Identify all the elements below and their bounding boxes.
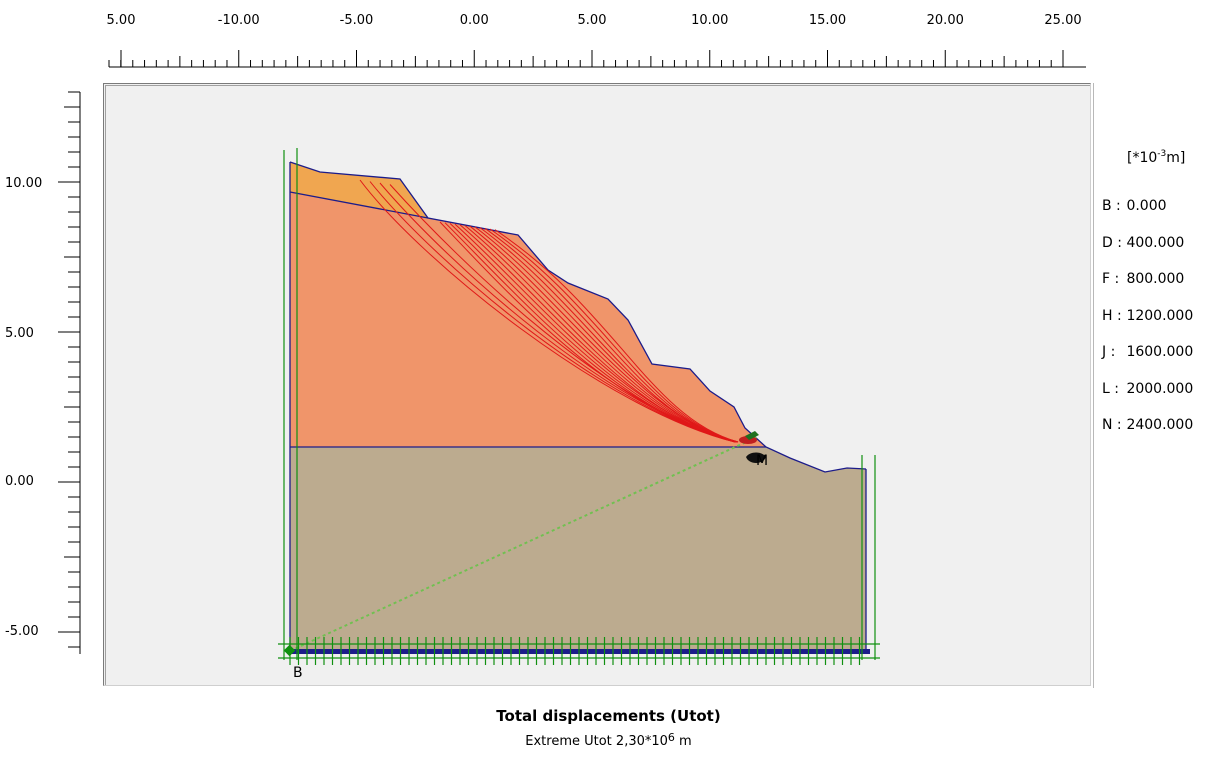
top-tick-label: -5.00 xyxy=(340,13,374,28)
legend-panel: [*10-3m] B : 0.000 D : 400.000 F : 800.000… xyxy=(1093,83,1217,688)
top-tick-label: 0.00 xyxy=(460,13,489,28)
legend-value: 1600.000 xyxy=(1122,344,1194,360)
left-tick-label: 0.00 xyxy=(5,474,34,489)
legend-item: H : 1200.000 xyxy=(1102,308,1193,324)
legend-key: L : xyxy=(1102,380,1119,397)
plot-title: Total displacements (Utot) xyxy=(496,707,721,725)
legend-unit-prefix: [*10 xyxy=(1127,150,1158,166)
legend-key: J : xyxy=(1102,344,1116,360)
top-ruler: 5.00 -10.00 -5.00 0.00 5.00 10.00 15.00 20.00 25… xyxy=(107,13,1086,68)
legend-key: N : xyxy=(1102,417,1122,433)
legend-value: 0.000 xyxy=(1122,198,1167,214)
extreme-value-label: Extreme Utot 2,30*106 m xyxy=(0,731,1217,749)
legend-key: D : xyxy=(1102,234,1122,251)
left-tick-label: 10.00 xyxy=(5,176,42,191)
legend-value: 400.000 xyxy=(1122,234,1185,251)
left-tick-label: 5.00 xyxy=(5,326,34,341)
legend-item: F : 800.000 xyxy=(1102,271,1184,287)
top-tick-label: -10.00 xyxy=(218,13,260,28)
legend-unit-exp: -3 xyxy=(1157,149,1167,159)
legend-item: D : 400.000 xyxy=(1102,235,1184,251)
legend-item: N : 2400.000 xyxy=(1102,417,1193,433)
plot-area[interactable] xyxy=(103,83,1091,686)
left-tick-label: -5.00 xyxy=(5,624,39,639)
legend-item: B : 0.000 xyxy=(1102,198,1167,214)
legend-key: B : xyxy=(1102,198,1121,214)
legend-unit: [*10-3m] xyxy=(1127,149,1185,166)
top-tick-label: 20.00 xyxy=(927,13,964,28)
extreme-suffix: m xyxy=(679,734,692,749)
legend-item: L : 2000.000 xyxy=(1102,381,1193,397)
legend-value: 2400.000 xyxy=(1122,417,1194,433)
legend-value: 800.000 xyxy=(1122,271,1185,287)
legend-unit-suffix: m] xyxy=(1166,150,1186,166)
top-tick-label: 15.00 xyxy=(809,13,846,28)
legend-item: J : 1600.000 xyxy=(1102,344,1193,360)
extreme-exp: 6 xyxy=(667,731,675,744)
extreme-prefix: Extreme Utot 2,30*10 xyxy=(525,734,668,749)
top-tick-label: 5.00 xyxy=(578,13,607,28)
top-tick-label: 25.00 xyxy=(1044,13,1081,28)
legend-key: H : xyxy=(1102,307,1122,324)
left-ruler: 10.00 5.00 0.00 -5.00 xyxy=(5,91,81,654)
legend-value: 2000.000 xyxy=(1122,380,1194,397)
top-tick-label: 5.00 xyxy=(107,13,136,28)
legend-key: F : xyxy=(1102,271,1120,287)
top-tick-label: 10.00 xyxy=(691,13,728,28)
legend-value: 1200.000 xyxy=(1122,307,1194,324)
